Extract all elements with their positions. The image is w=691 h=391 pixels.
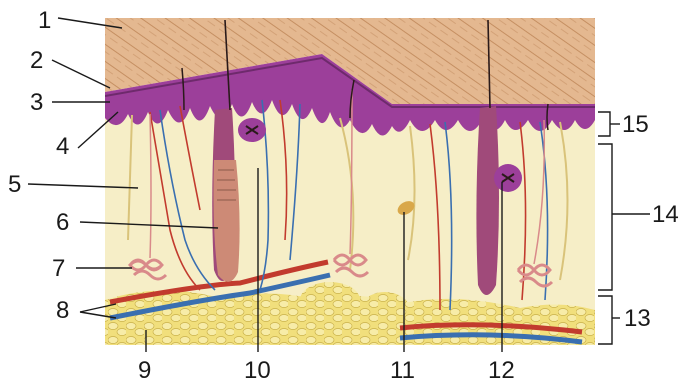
label-1: 1 (38, 7, 51, 34)
label-10: 10 (244, 357, 271, 384)
label-6: 6 (56, 209, 69, 236)
label-3: 3 (30, 89, 43, 116)
skin-illustration (105, 18, 595, 345)
label-8: 8 (56, 297, 69, 324)
label-12: 12 (488, 357, 515, 384)
label-7: 7 (52, 255, 65, 282)
label-14: 14 (652, 201, 679, 228)
label-2: 2 (30, 47, 43, 74)
label-5: 5 (8, 171, 21, 198)
label-13: 13 (624, 305, 651, 332)
label-11: 11 (390, 357, 415, 384)
label-15: 15 (622, 111, 649, 138)
label-4: 4 (56, 133, 69, 160)
label-9: 9 (138, 357, 151, 384)
